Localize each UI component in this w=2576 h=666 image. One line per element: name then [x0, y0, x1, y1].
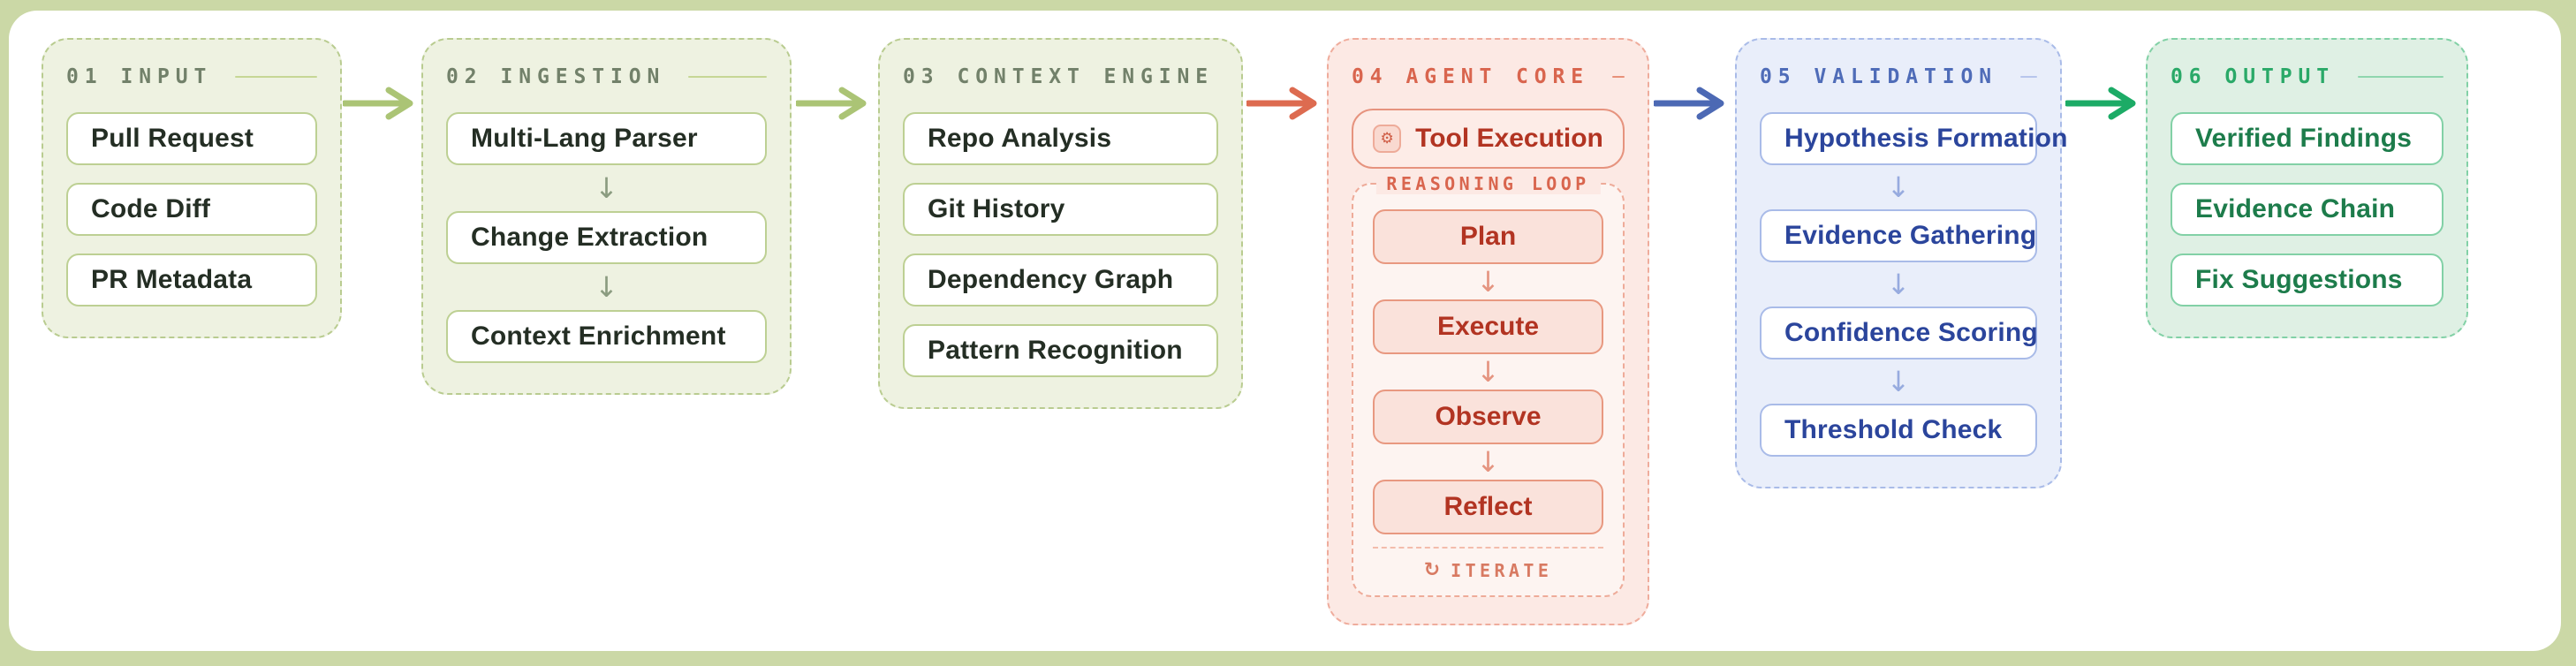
down-arrow-icon: ↓ [1886, 268, 1911, 301]
down-arrow-icon: ↓ [1476, 355, 1500, 389]
stage-title: INGESTION [500, 65, 666, 88]
stage-header-context-engine: 03 CONTEXT ENGINE [903, 64, 1218, 89]
step-plan: Plan [1373, 209, 1603, 264]
iterate-label: ITERATE [1451, 559, 1553, 581]
down-arrow-icon: ↓ [595, 171, 618, 205]
flow-arrow-context-to-agent [1243, 84, 1327, 123]
down-arrow-icon: ↓ [1886, 170, 1911, 204]
stage-number: 01 [66, 65, 103, 88]
step-observe: Observe [1373, 390, 1603, 444]
step-reflect: Reflect [1373, 480, 1603, 534]
stage-title: CONTEXT ENGINE [957, 65, 1214, 88]
down-arrow-icon: ↓ [595, 270, 618, 304]
stage-header-input: 01 INPUT [66, 64, 317, 89]
node-confidence-scoring: Confidence Scoring [1760, 307, 2038, 359]
flow-arrow-ingestion-to-context [792, 84, 878, 123]
header-rule [1611, 76, 1625, 78]
stage-header-output: 06 OUTPUT [2171, 64, 2443, 89]
reasoning-loop-label: REASONING LOOP [1375, 173, 1601, 194]
node-verified-findings: Verified Findings [2171, 112, 2443, 165]
down-arrow-icon: ↓ [1476, 445, 1500, 479]
node-evidence-chain: Evidence Chain [2171, 183, 2443, 236]
stage-panel-input: 01 INPUT Pull Request Code Diff PR Metad… [42, 38, 342, 338]
header-rule [2019, 76, 2037, 78]
header-rule [235, 76, 317, 78]
node-pull-request: Pull Request [66, 112, 317, 165]
iterate-row: ↻ ITERATE [1373, 559, 1603, 581]
down-arrow-icon: ↓ [1886, 365, 1911, 398]
stage-number: 02 [446, 65, 483, 88]
down-arrow-icon: ↓ [1476, 265, 1500, 299]
stage-title: VALIDATION [1814, 65, 1997, 88]
stage-panel-validation: 05 VALIDATION Hypothesis Formation ↓ Evi… [1735, 38, 2068, 488]
node-git-history: Git History [903, 183, 1218, 236]
stage-title: OUTPUT [2224, 65, 2335, 88]
right-arrow-icon [1246, 87, 1316, 120]
stage-title: INPUT [120, 65, 213, 88]
node-change-extraction: Change Extraction [446, 211, 767, 264]
refresh-icon: ↻ [1423, 559, 1441, 581]
header-rule [2357, 76, 2443, 78]
stage-panel-ingestion: 02 INGESTION Multi-Lang Parser ↓ Change … [421, 38, 792, 395]
stage-header-agent-core: 04 AGENT CORE [1352, 64, 1625, 89]
stage-number: 06 [2171, 65, 2208, 88]
node-hypothesis-formation: Hypothesis Formation [1760, 112, 2068, 165]
stage-panel-context-engine: 03 CONTEXT ENGINE Repo Analysis Git Hist… [878, 38, 1243, 409]
stage-title: AGENT CORE [1405, 65, 1589, 88]
right-arrow-icon [343, 87, 413, 120]
right-arrow-icon [2065, 87, 2135, 120]
node-repo-analysis: Repo Analysis [903, 112, 1218, 165]
stage-number: 05 [1760, 65, 1797, 88]
stage-panel-output: 06 OUTPUT Verified Findings Evidence Cha… [2146, 38, 2468, 338]
iterate-divider [1373, 547, 1603, 549]
node-multi-lang-parser: Multi-Lang Parser [446, 112, 767, 165]
node-dependency-graph: Dependency Graph [903, 254, 1218, 307]
node-pattern-recognition: Pattern Recognition [903, 324, 1218, 377]
stage-header-validation: 05 VALIDATION [1760, 64, 2037, 89]
flow-arrow-validation-to-output [2062, 84, 2146, 123]
pipeline-card: 01 INPUT Pull Request Code Diff PR Metad… [9, 11, 2561, 651]
right-arrow-icon [796, 87, 867, 120]
stage-panel-agent-core: 04 AGENT CORE ⚙ Tool Execution REASONING… [1327, 38, 1649, 625]
right-arrow-icon [1653, 87, 1724, 120]
node-threshold-check: Threshold Check [1760, 404, 2037, 457]
flow-arrow-input-to-ingestion [342, 84, 421, 123]
stage-header-ingestion: 02 INGESTION [446, 64, 767, 89]
node-code-diff: Code Diff [66, 183, 317, 236]
node-fix-suggestions: Fix Suggestions [2171, 254, 2443, 307]
node-evidence-gathering: Evidence Gathering [1760, 209, 2037, 262]
node-context-enrichment: Context Enrichment [446, 310, 767, 363]
reasoning-loop: REASONING LOOP Plan ↓ Execute ↓ Observe … [1352, 173, 1625, 597]
flow-arrow-agent-to-validation [1649, 84, 1735, 123]
header-rule [688, 76, 767, 78]
tool-execution-label: Tool Execution [1415, 124, 1603, 153]
reasoning-loop-box: Plan ↓ Execute ↓ Observe ↓ Reflect ↻ ITE… [1352, 183, 1625, 597]
stage-number: 03 [903, 65, 940, 88]
node-tool-execution: ⚙ Tool Execution [1352, 109, 1625, 169]
pipeline-flow: 01 INPUT Pull Request Code Diff PR Metad… [9, 11, 2561, 625]
stage-number: 04 [1352, 65, 1389, 88]
step-execute: Execute [1373, 299, 1603, 354]
gear-icon: ⚙ [1373, 125, 1402, 153]
node-pr-metadata: PR Metadata [66, 254, 317, 307]
